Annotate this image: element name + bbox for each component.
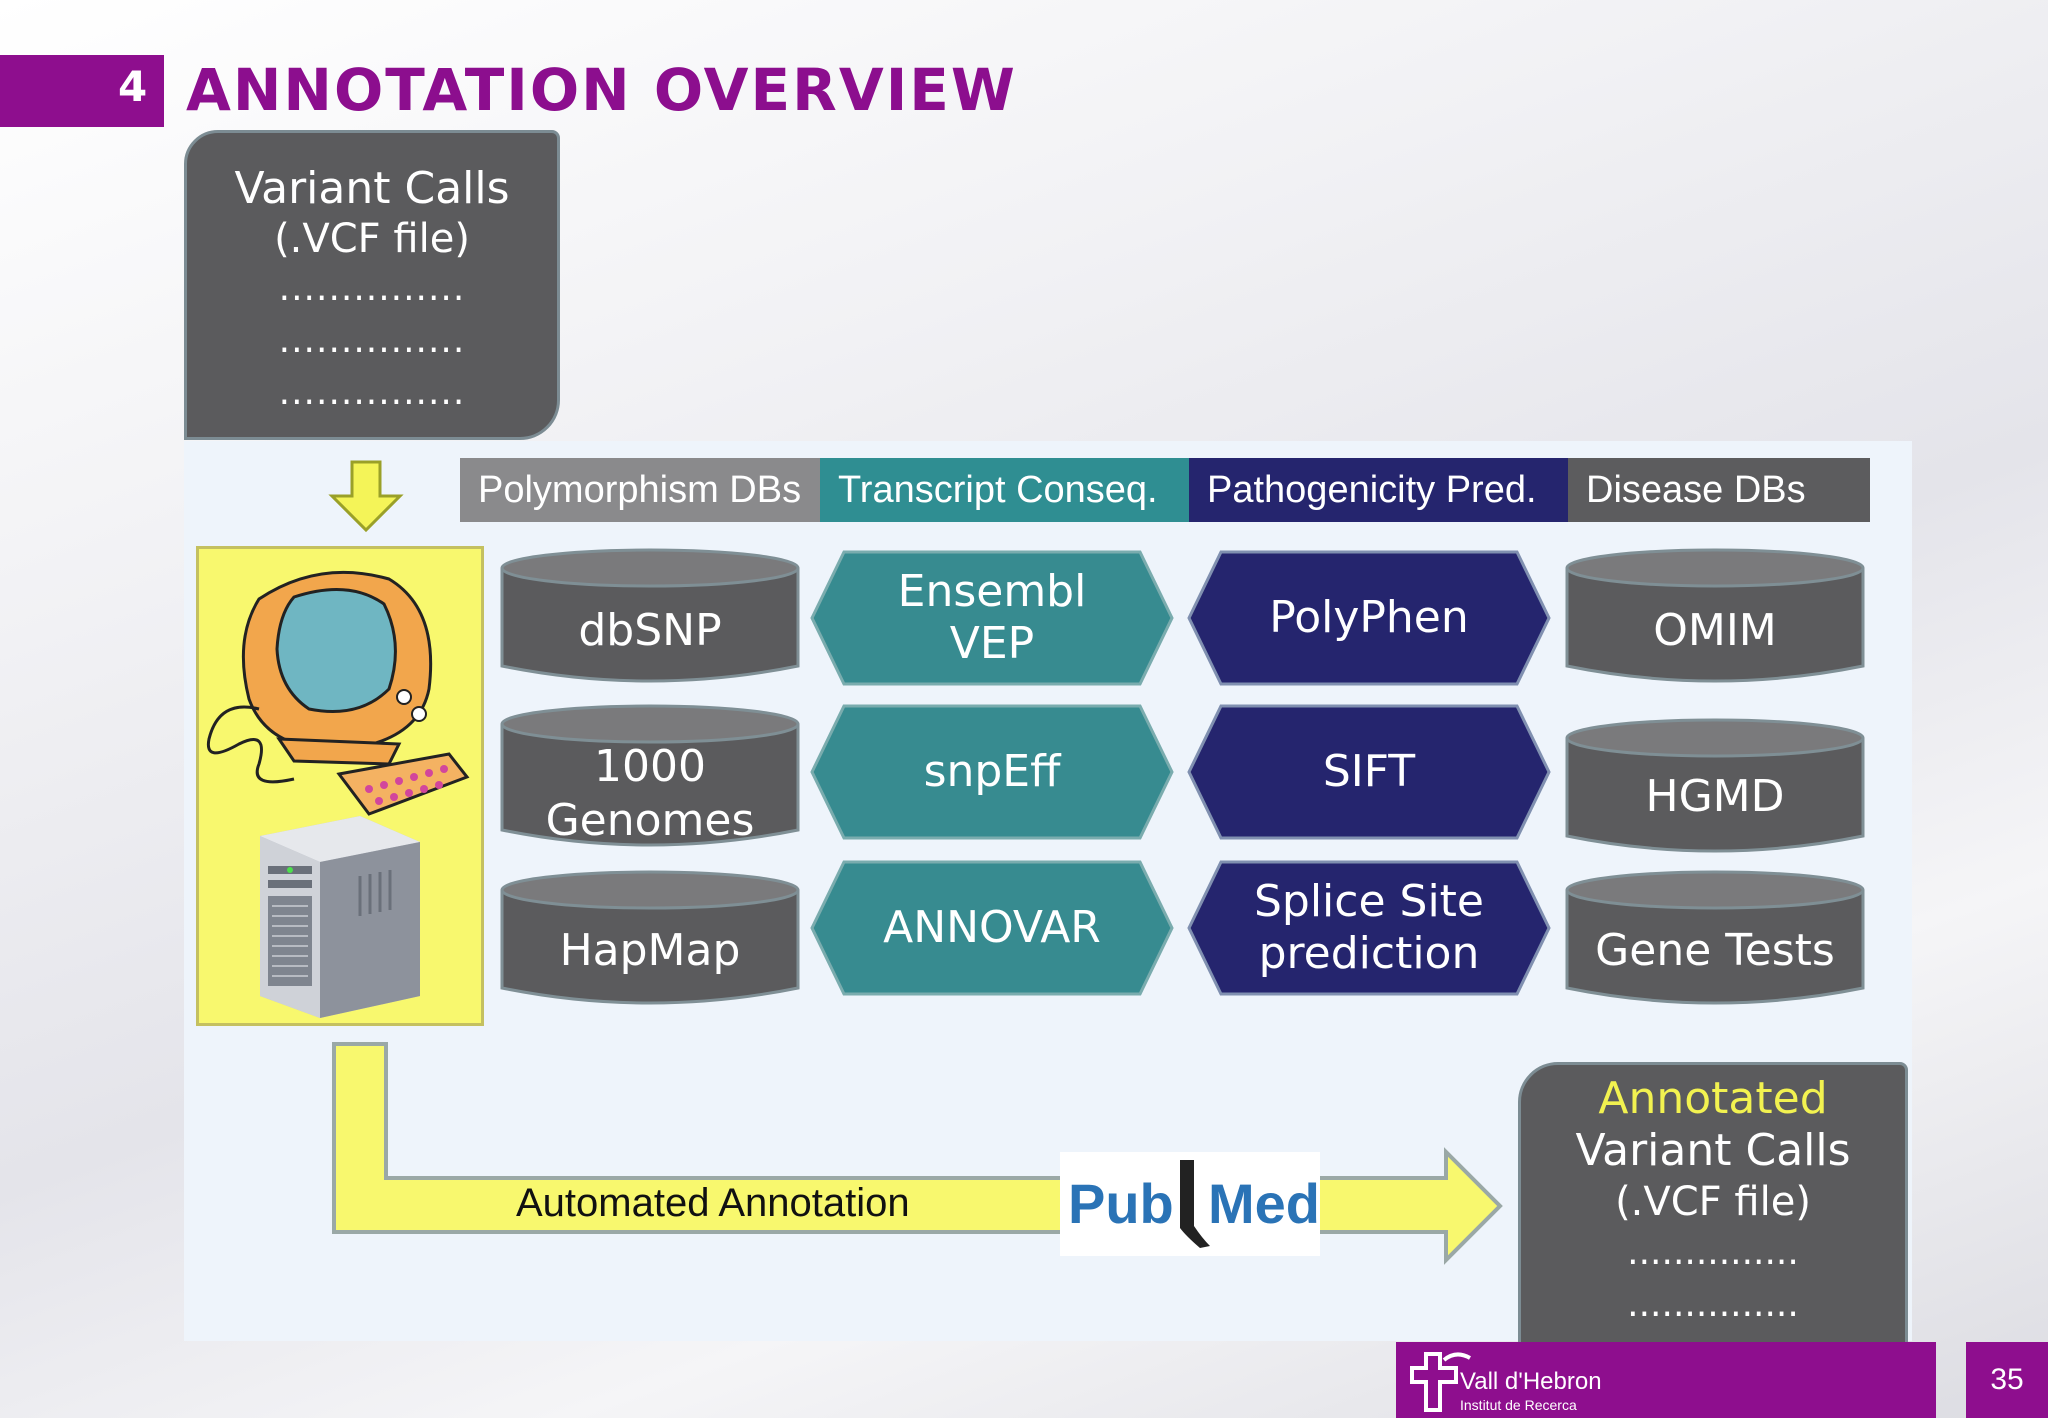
category-label: Disease DBs — [1586, 469, 1806, 511]
tool-label: prediction — [1258, 928, 1480, 979]
tool-hexagon-sift: SIFT — [1187, 704, 1551, 840]
input-box-line2: (.VCF file) — [274, 216, 470, 262]
hexagon-shape — [1187, 860, 1551, 996]
server-icon — [260, 816, 420, 1018]
db-label: OMIM — [1653, 605, 1777, 656]
footer-logo-sub: Institut de Recerca — [1460, 1397, 1577, 1413]
output-box-line2: Variant Calls — [1575, 1125, 1851, 1176]
tool-hexagon-splice-site: Splice Site prediction — [1187, 860, 1551, 996]
flow-arrow-icon — [332, 1042, 1503, 1265]
db-label: HGMD — [1645, 771, 1785, 822]
db-cylinder-shape — [1565, 548, 1865, 683]
input-box-line1: Variant Calls — [234, 163, 510, 214]
category-label: Polymorphism DBs — [478, 469, 802, 511]
footer-logo-name: Vall d'Hebron — [1460, 1368, 1602, 1395]
db-cylinder-shape — [500, 548, 800, 683]
db-label: Gene Tests — [1595, 925, 1835, 976]
db-cylinder-shape — [1565, 718, 1865, 853]
output-box-line1: Annotated — [1598, 1073, 1828, 1124]
input-box-dots-2: ............... — [278, 320, 466, 361]
input-box-dots-3: ............... — [278, 372, 466, 413]
db-cylinder-shape — [500, 704, 800, 847]
down-arrow-icon — [328, 460, 404, 533]
category-header-disease: Disease DBs — [1568, 458, 1870, 522]
tool-label: Splice Site — [1253, 876, 1485, 927]
input-vcf-box: Variant Calls (.VCF file) ..............… — [184, 130, 560, 440]
db-label: dbSNP — [578, 605, 722, 656]
slide-title: ANNOTATION OVERVIEW — [186, 56, 1017, 124]
category-label: Pathogenicity Pred. — [1207, 469, 1537, 511]
tool-label: snpEff — [923, 746, 1061, 797]
db-cylinder-omim: OMIM — [1565, 548, 1865, 692]
tool-hexagon-snpeff: snpEff — [810, 704, 1174, 840]
db-cylinder-gene-tests: Gene Tests — [1565, 870, 1865, 1014]
section-number: 4 — [118, 62, 148, 111]
hexagon-shape — [810, 550, 1174, 686]
output-box-line3: (.VCF file) — [1615, 1179, 1811, 1225]
tool-hexagon-ensembl-vep: Ensembl VEP — [810, 550, 1174, 686]
tool-label: PolyPhen — [1269, 592, 1469, 643]
hexagon-shape — [810, 860, 1174, 996]
output-box-dots-1: ............... — [1627, 1232, 1799, 1273]
computer-icon — [206, 570, 470, 816]
hexagon-shape — [1187, 704, 1551, 840]
category-label: Transcript Conseq. — [838, 469, 1158, 511]
book-icon — [1180, 1160, 1210, 1248]
hexagon-shape — [1187, 550, 1551, 686]
db-label: Genomes — [545, 795, 755, 846]
db-cylinder-1000-genomes: 1000 Genomes — [500, 704, 800, 856]
input-box-dots-1: ............... — [278, 268, 466, 309]
vall-dhebron-logo-icon — [1410, 1352, 1471, 1412]
tool-label: VEP — [949, 618, 1035, 669]
tool-label: Ensembl — [897, 566, 1087, 617]
tool-label: ANNOVAR — [883, 902, 1101, 953]
db-cylinder-hgmd: HGMD — [1565, 718, 1865, 862]
db-label: HapMap — [559, 925, 741, 976]
tool-label: SIFT — [1322, 746, 1416, 797]
db-cylinder-shape — [500, 870, 800, 1005]
db-cylinder-hapmap: HapMap — [500, 870, 800, 1014]
hexagon-shape — [810, 704, 1174, 840]
db-cylinder-shape — [1565, 870, 1865, 1005]
tool-hexagon-polyphen: PolyPhen — [1187, 550, 1551, 686]
section-bar — [0, 55, 164, 127]
category-header-transcript: Transcript Conseq. — [820, 458, 1189, 522]
tool-hexagon-annovar: ANNOVAR — [810, 860, 1174, 996]
db-label: 1000 — [594, 741, 706, 792]
category-header-polymorphism: Polymorphism DBs — [460, 458, 820, 522]
flow-label: Automated Annotation — [516, 1181, 910, 1225]
output-box-dots-2: ............... — [1627, 1284, 1799, 1325]
pubmed-logo: Pub Med — [1060, 1152, 1320, 1256]
pubmed-logo-text-2: Med — [1208, 1172, 1320, 1235]
page-number: 35 — [1966, 1342, 2048, 1418]
annotation-engine-panel — [196, 546, 484, 1026]
pubmed-logo-text-1: Pub — [1068, 1172, 1174, 1235]
footer-logo-bar: Vall d'Hebron Institut de Recerca — [1396, 1342, 1936, 1418]
db-cylinder-dbsnp: dbSNP — [500, 548, 800, 692]
output-vcf-box: Annotated Variant Calls (.VCF file) ....… — [1518, 1062, 1908, 1352]
category-header-pathogenicity: Pathogenicity Pred. — [1189, 458, 1568, 522]
